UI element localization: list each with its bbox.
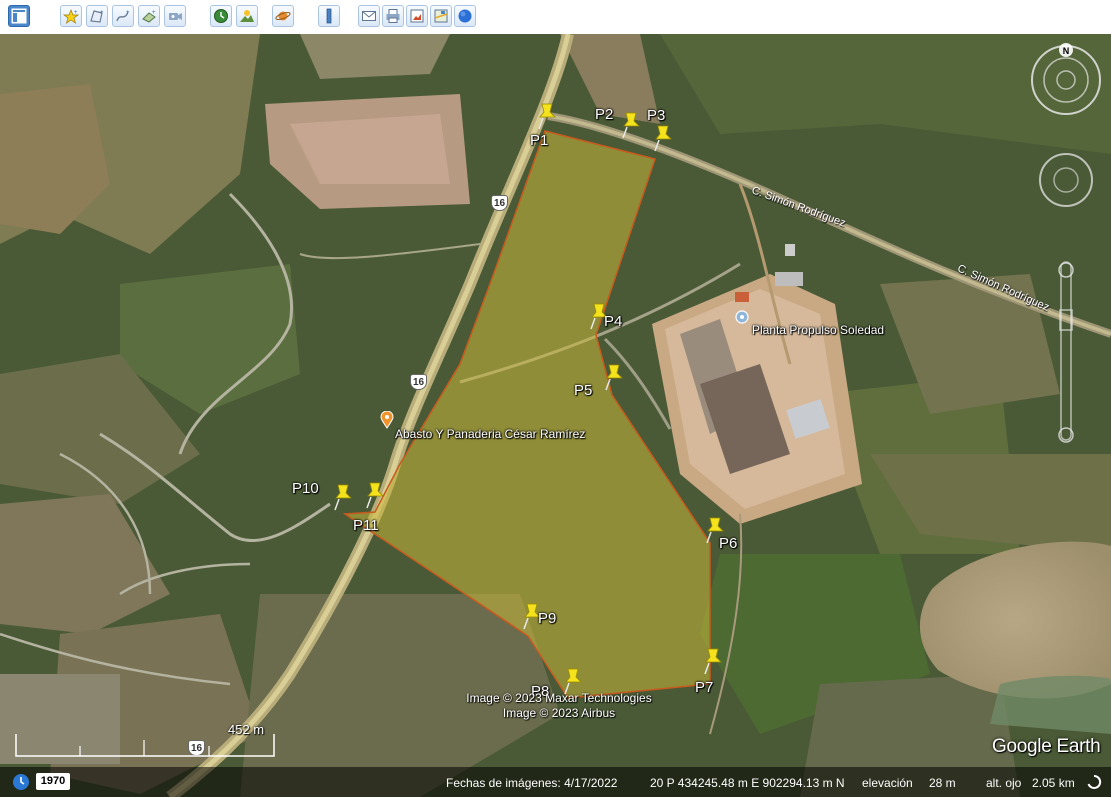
svg-text:+: + (126, 10, 130, 16)
add-placemark-button[interactable]: + (60, 5, 82, 27)
placemark-label[interactable]: P2 (595, 106, 614, 123)
imagery-copyright: Image © 2023 Maxar Technologies Image © … (429, 691, 689, 721)
clock-icon (214, 9, 228, 23)
navigation-controls: N (1028, 40, 1104, 460)
project-polygon[interactable] (342, 130, 711, 699)
cursor-coordinates: 20 P 434245.48 m E 902294.13 m N (650, 776, 845, 790)
placemark-label[interactable]: P6 (719, 535, 738, 552)
compass-north-label: N (1063, 46, 1070, 56)
view-in-maps-button[interactable] (430, 5, 452, 27)
add-overlay-button[interactable]: + (138, 5, 160, 27)
placemark-pin-icon[interactable] (562, 667, 584, 695)
copyright-airbus: Image © 2023 Airbus (502, 706, 616, 720)
route-16-shield: 16 (491, 195, 508, 211)
svg-text:+: + (152, 10, 156, 16)
historical-imagery-button[interactable] (210, 5, 232, 27)
record-tour-icon (169, 13, 182, 20)
record-tour-button[interactable] (164, 5, 186, 27)
logo-earth-text: Earth (1051, 736, 1101, 757)
poi-label-planta[interactable]: Planta Propulso Soledad (752, 323, 885, 337)
printer-icon (386, 9, 400, 23)
placemark-label[interactable]: P3 (647, 107, 666, 124)
compass-look-control[interactable] (1031, 43, 1101, 115)
placemark-label[interactable]: P7 (695, 679, 714, 696)
scale-bar-label: 452 m (228, 722, 265, 737)
earth-view-button[interactable] (454, 5, 476, 27)
save-image-button[interactable] (406, 5, 428, 27)
placemark-pin-icon[interactable] (521, 602, 543, 630)
historical-imagery-icon[interactable] (12, 773, 30, 791)
sidebar-icon (11, 8, 27, 24)
placemark-pin-icon[interactable] (364, 481, 386, 509)
ruler-button[interactable] (318, 5, 340, 27)
placemark-add-icon: + (63, 9, 79, 24)
add-path-button[interactable]: + (112, 5, 134, 27)
image-overlay-icon: + (142, 10, 156, 23)
historical-year-badge[interactable]: 1970 (36, 773, 70, 790)
eye-altitude-label: alt. ojo (986, 776, 1022, 790)
map-view-icon (434, 9, 448, 23)
placemark-label[interactable]: P10 (292, 480, 319, 497)
envelope-icon (362, 11, 376, 21)
map-view[interactable]: 16 16 16 C. Simón Rodríguez C. Simón Rod… (0, 34, 1111, 797)
svg-text:+: + (74, 10, 78, 16)
planet-icon (275, 11, 291, 21)
poi-label-abasto[interactable]: Abasto Y Panaderia César Ramírez (395, 427, 586, 441)
placemark-label[interactable]: P4 (604, 313, 623, 330)
satellite-imagery (0, 34, 1111, 797)
location-pin-icon[interactable] (735, 310, 749, 328)
route-16-shield: 16 (410, 374, 427, 390)
svg-text:+: + (100, 10, 104, 16)
restaurant-pin-icon[interactable] (380, 411, 394, 429)
placemark-label[interactable]: P9 (538, 610, 557, 627)
save-image-icon (410, 9, 424, 23)
sunlight-button[interactable] (236, 5, 258, 27)
placemark-pin-icon[interactable] (704, 516, 726, 544)
eye-altitude-value: 2.05 km (1032, 776, 1075, 790)
ruler-icon (326, 8, 332, 24)
placemark-pin-icon[interactable] (332, 483, 354, 511)
zoom-slider[interactable] (1058, 261, 1074, 443)
print-button[interactable] (382, 5, 404, 27)
google-earth-logo: Google Earth (992, 736, 1101, 758)
elevation-label: elevación (862, 776, 913, 790)
sidebar-toggle-button[interactable] (8, 5, 30, 27)
elevation-value: 28 m (929, 776, 956, 790)
globe-icon (458, 9, 472, 23)
logo-google-text: Google (992, 736, 1052, 757)
toolbar: + + + + (0, 0, 1111, 35)
placemark-pin-icon[interactable] (702, 647, 724, 675)
scale-bar (15, 734, 275, 757)
placemark-pin-icon[interactable] (536, 102, 558, 130)
placemark-label[interactable]: P5 (574, 382, 593, 399)
placemark-pin-icon[interactable] (652, 124, 674, 152)
sun-icon (240, 10, 254, 22)
move-control[interactable] (1039, 153, 1093, 207)
status-bar: 1970 Fechas de imágenes: 4/17/2022 20 P … (0, 767, 1111, 797)
polygon-add-icon: + (90, 10, 104, 23)
copyright-maxar: Image © 2023 Maxar Technologies (466, 691, 652, 705)
placemark-label[interactable]: P8 (531, 683, 550, 700)
imagery-date: Fechas de imágenes: 4/17/2022 (446, 776, 618, 790)
email-button[interactable] (358, 5, 380, 27)
placemark-pin-icon[interactable] (603, 363, 625, 391)
placemark-pin-icon[interactable] (620, 111, 642, 139)
add-polygon-button[interactable]: + (86, 5, 108, 27)
placemark-label[interactable]: P11 (353, 517, 379, 534)
placemark-label[interactable]: P1 (530, 132, 549, 149)
path-add-icon: + (116, 10, 130, 22)
placemark-pin-icon[interactable] (588, 302, 610, 330)
streaming-progress-icon (1087, 774, 1102, 789)
switch-planet-button[interactable] (272, 5, 294, 27)
